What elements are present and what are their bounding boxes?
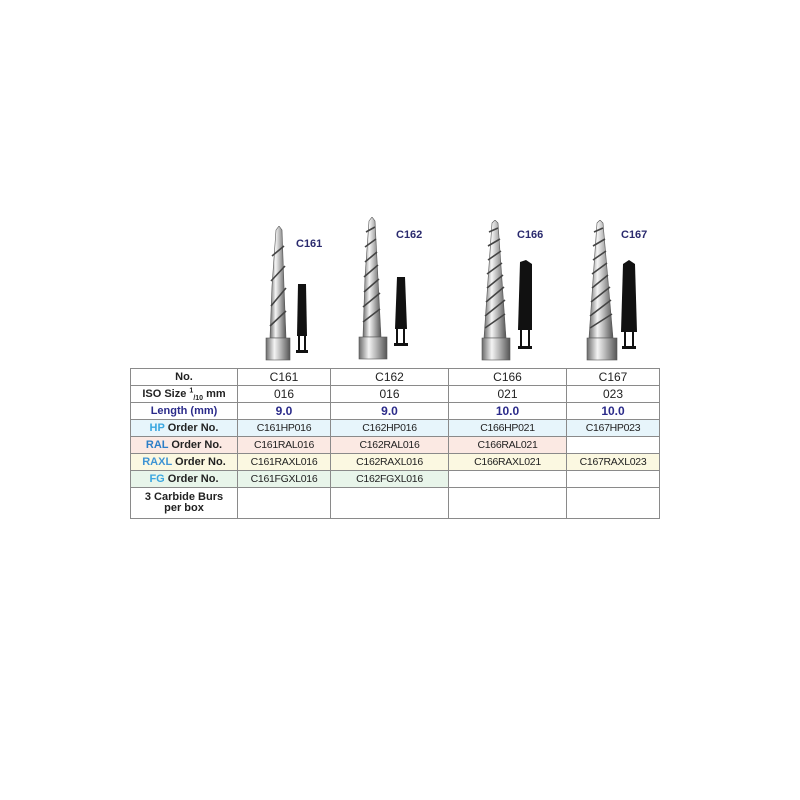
cell-iso: 021 (448, 385, 567, 403)
cell-length: 10.0 (448, 402, 567, 420)
cell-fg: C161FGXL016 (237, 470, 331, 488)
cell-raxl: C162RAXL016 (330, 453, 449, 471)
cell-hp: C162HP016 (330, 419, 449, 437)
bur-label-c167: C167 (621, 229, 648, 241)
cell-fg (566, 470, 660, 488)
bur-illustrations: C161 C162 C166 C167 (0, 0, 800, 368)
table-row: RAL Order No. C161RAL016 C162RAL016 C166… (130, 436, 660, 454)
row-label-no: No. (130, 368, 238, 386)
cell-box (448, 487, 567, 519)
cell-fg: C162FGXL016 (330, 470, 449, 488)
table-row: RAXL Order No. C161RAXL016 C162RAXL016 C… (130, 453, 660, 471)
bur-label-c166: C166 (517, 229, 544, 241)
cell-iso: 023 (566, 385, 660, 403)
cell-iso: 016 (330, 385, 449, 403)
cell-no: C166 (448, 368, 567, 386)
row-label-length: Length (mm) (130, 402, 238, 420)
cell-box (566, 487, 660, 519)
table-row: ISO Size 1/10 mm 016 016 021 023 (130, 385, 660, 403)
table-row: No. C161 C162 C166 C167 (130, 368, 660, 386)
cell-hp: C167HP023 (566, 419, 660, 437)
cell-length: 9.0 (237, 402, 331, 420)
cell-raxl: C167RAXL023 (566, 453, 660, 471)
cell-ral: C161RAL016 (237, 436, 331, 454)
table-row: HP Order No. C161HP016 C162HP016 C166HP0… (130, 419, 660, 437)
row-label-ral: RAL Order No. (130, 436, 238, 454)
cell-iso: 016 (237, 385, 331, 403)
row-label-hp: HP Order No. (130, 419, 238, 437)
cell-box (237, 487, 331, 519)
cell-hp: C166HP021 (448, 419, 567, 437)
table-row: Length (mm) 9.0 9.0 10.0 10.0 (130, 402, 660, 420)
cell-ral (566, 436, 660, 454)
product-spec-table: No. C161 C162 C166 C167 ISO Size 1/10 mm… (130, 368, 660, 519)
cell-hp: C161HP016 (237, 419, 331, 437)
row-label-fg: FG Order No. (130, 470, 238, 488)
bur-label-c162: C162 (396, 229, 423, 241)
bur-label-c161: C161 (296, 238, 323, 250)
table-row: FG Order No. C161FGXL016 C162FGXL016 (130, 470, 660, 488)
cell-no: C161 (237, 368, 331, 386)
cell-box (330, 487, 449, 519)
cell-no: C162 (330, 368, 449, 386)
cell-no: C167 (566, 368, 660, 386)
cell-raxl: C161RAXL016 (237, 453, 331, 471)
cell-fg (448, 470, 567, 488)
cell-ral: C166RAL021 (448, 436, 567, 454)
row-label-iso: ISO Size 1/10 mm (130, 385, 238, 403)
cell-ral: C162RAL016 (330, 436, 449, 454)
cell-length: 9.0 (330, 402, 449, 420)
row-label-raxl: RAXL Order No. (130, 453, 238, 471)
surgical-bur-drawing (481, 220, 532, 361)
surgical-bur-drawing (358, 217, 408, 360)
surgical-bur-drawing (265, 226, 308, 361)
surgical-bur-drawing (586, 220, 637, 361)
cell-length: 10.0 (566, 402, 660, 420)
cell-raxl: C166RAXL021 (448, 453, 567, 471)
